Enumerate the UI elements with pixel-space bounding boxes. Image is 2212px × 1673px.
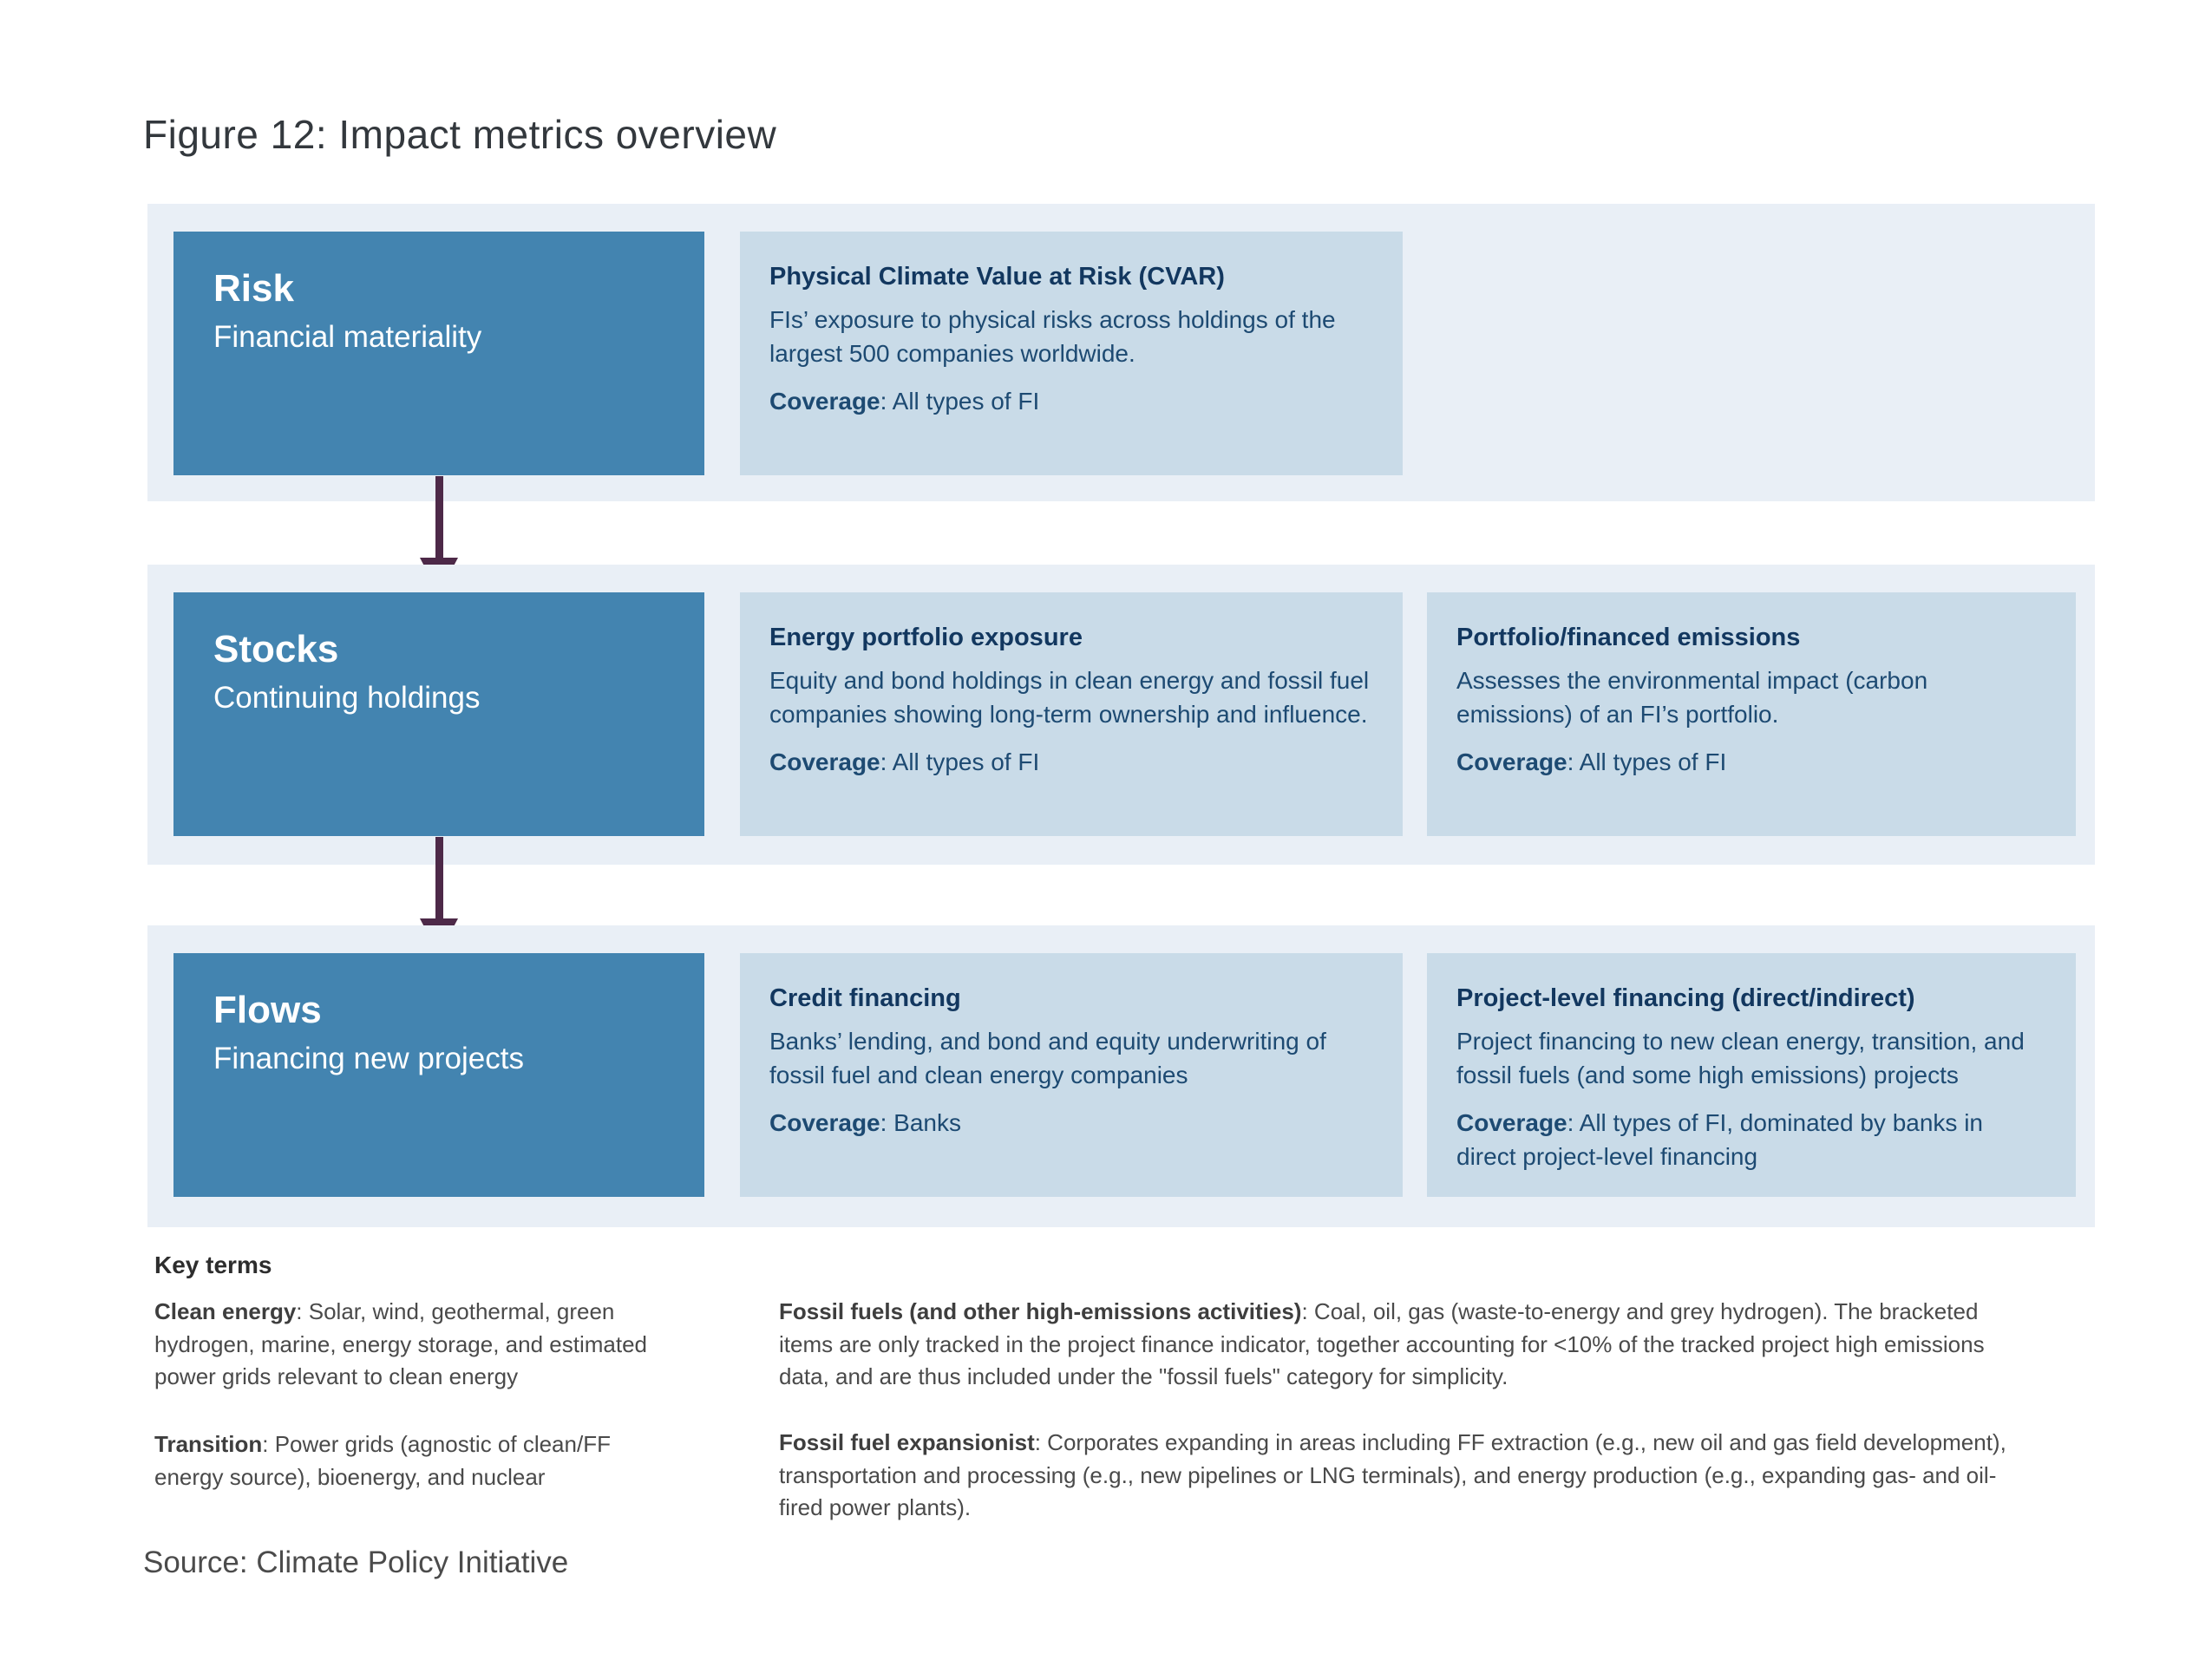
coverage-label: Coverage	[769, 748, 880, 776]
figure-source: Source: Climate Policy Initiative	[143, 1546, 569, 1579]
coverage-value: : All types of FI	[880, 748, 1040, 776]
coverage-label: Coverage	[769, 1109, 880, 1137]
stage-subtitle: Financing new projects	[213, 1042, 524, 1076]
stage-title: Flows	[213, 989, 322, 1031]
arrow-shaft	[435, 837, 443, 918]
metric-card-cvar: Physical Climate Value at Risk (CVAR) FI…	[740, 232, 1403, 475]
coverage-value: : Banks	[880, 1109, 962, 1137]
stage-box-risk: Risk Financial materiality	[173, 232, 704, 475]
key-terms-right-column: Fossil fuels (and other high-emissions a…	[779, 1296, 2028, 1525]
metric-card-heading: Credit financing	[769, 984, 961, 1012]
coverage-label: Coverage	[1456, 748, 1567, 776]
metric-card-coverage: Coverage: All types of FI, dominated by …	[1456, 1106, 2046, 1173]
metric-card-coverage: Coverage: All types of FI	[1456, 745, 2046, 779]
metric-card-energy-portfolio-exposure: Energy portfolio exposure Equity and bon…	[740, 592, 1403, 836]
metric-card-coverage: Coverage: Banks	[769, 1106, 1373, 1140]
stage-subtitle: Financial materiality	[213, 320, 482, 355]
coverage-label: Coverage	[1456, 1109, 1567, 1137]
key-term-definition: : Power grids (agnostic of clean/FF ener…	[154, 1431, 611, 1490]
metric-card-body: Equity and bond holdings in clean energy…	[769, 666, 1370, 728]
metric-card-body: Banks’ lending, and bond and equity unde…	[769, 1027, 1326, 1088]
key-term-fossil-fuels: Fossil fuels (and other high-emissions a…	[779, 1296, 2028, 1394]
stage-subtitle: Continuing holdings	[213, 681, 481, 716]
row-flows: Flows Financing new projects Credit fina…	[147, 925, 2095, 1227]
metric-card-body: Project financing to new clean energy, t…	[1456, 1027, 2025, 1088]
metric-card-portfolio-financed-emissions: Portfolio/financed emissions Assesses th…	[1427, 592, 2076, 836]
metric-card-heading: Physical Climate Value at Risk (CVAR)	[769, 263, 1225, 291]
metric-card-credit-financing: Credit financing Banks’ lending, and bon…	[740, 953, 1403, 1197]
row-risk: Risk Financial materiality Physical Clim…	[147, 204, 2095, 501]
metric-card-body: Assesses the environmental impact (carbo…	[1456, 666, 1928, 728]
key-term-clean-energy: Clean energy: Solar, wind, geothermal, g…	[154, 1296, 653, 1394]
figure-title: Figure 12: Impact metrics overview	[143, 112, 777, 157]
metric-card-coverage: Coverage: All types of FI	[769, 384, 1373, 418]
stage-box-flows: Flows Financing new projects	[173, 953, 704, 1197]
metric-card-project-level-financing: Project-level financing (direct/indirect…	[1427, 953, 2076, 1197]
key-term-definition: : Coal, oil, gas (waste-to-energy and gr…	[779, 1298, 1985, 1390]
key-term-definition: : Corporates expanding in areas includin…	[779, 1429, 2006, 1521]
arrow-shaft	[435, 476, 443, 558]
metric-card-heading: Project-level financing (direct/indirect…	[1456, 984, 1915, 1012]
key-term-label: Fossil fuels (and other high-emissions a…	[779, 1298, 1302, 1324]
key-terms-left-column: Clean energy: Solar, wind, geothermal, g…	[154, 1296, 653, 1493]
coverage-label: Coverage	[769, 388, 880, 415]
metric-card-body: FIs’ exposure to physical risks across h…	[769, 305, 1336, 367]
key-term-label: Transition	[154, 1431, 263, 1458]
key-term-definition: : Solar, wind, geothermal, green hydroge…	[154, 1298, 648, 1390]
row-stocks: Stocks Continuing holdings Energy portfo…	[147, 565, 2095, 865]
coverage-value: : All types of FI	[880, 388, 1040, 415]
coverage-value: : All types of FI	[1567, 748, 1727, 776]
stage-title: Risk	[213, 267, 294, 310]
stage-title: Stocks	[213, 628, 339, 670]
key-term-label: Fossil fuel expansionist	[779, 1429, 1035, 1456]
metric-card-heading: Portfolio/financed emissions	[1456, 624, 1801, 651]
coverage-value: : All types of FI, dominated by banks in…	[1456, 1109, 1983, 1171]
key-term-transition: Transition: Power grids (agnostic of cle…	[154, 1428, 653, 1493]
key-term-label: Clean energy	[154, 1298, 297, 1324]
stage-box-stocks: Stocks Continuing holdings	[173, 592, 704, 836]
key-term-fossil-fuel-expansionist: Fossil fuel expansionist: Corporates exp…	[779, 1427, 2028, 1525]
key-terms-heading: Key terms	[154, 1251, 272, 1278]
metric-card-coverage: Coverage: All types of FI	[769, 745, 1373, 779]
metric-card-heading: Energy portfolio exposure	[769, 624, 1083, 651]
